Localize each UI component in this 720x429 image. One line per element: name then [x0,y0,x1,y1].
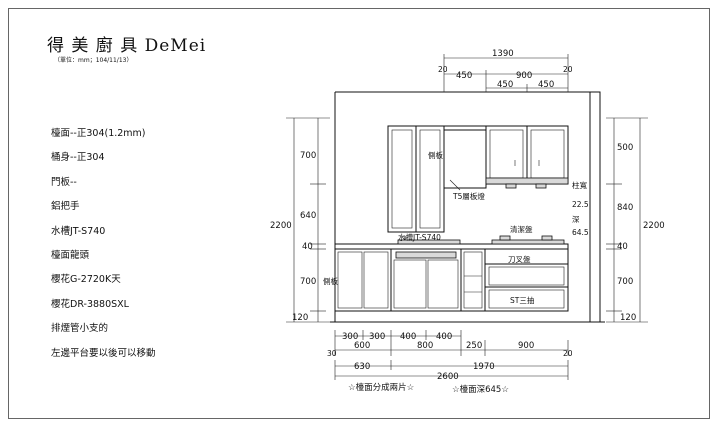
dim-right-840: 840 [617,203,633,213]
upper-cabinets [387,125,569,233]
sink-faucet [397,239,461,245]
dim-top-450-b: 450 [538,80,554,90]
drawing-labels: 側板 T5層板燈 柱寬 22.5 深 64.5 水槽JT-S740 清潔盤 刀叉… [323,150,589,305]
spec-item: 水槽JT-S740 [51,225,106,237]
dim-bottom-900: 900 [518,341,534,351]
base-cabinet-1 [334,248,392,312]
dim-left-120: 120 [292,313,308,323]
countertop [334,243,569,250]
dim-top-450: 450 [456,71,472,81]
dim-bottom-800: 800 [417,341,433,351]
dim-right-500: 500 [617,143,633,153]
dim-left-2200: 2200 [270,221,292,231]
label-pillar-width-value: 22.5 [572,200,589,209]
dim-left-700b: 700 [300,277,316,287]
dim-left-640: 640 [300,211,316,221]
spec-item: 桶身--正304 [51,152,105,164]
bottom-dimensions: 300 300 400 400 30 600 800 250 900 20 63… [327,330,573,382]
left-dimensions: 700 640 2200 40 700 120 [270,117,330,323]
dim-bottom-250: 250 [466,341,482,351]
spec-item: 檯面龍頭 [51,249,90,261]
label-side-panel-bottom: 側板 [323,276,338,286]
top-dimensions: 1390 20 450 900 20 450 450 [438,49,573,92]
right-pillar [589,91,601,323]
label-depth-value: 64.5 [572,228,589,237]
spec-item: 左邊平台要以後可以移動 [51,347,156,359]
dim-left-700: 700 [300,151,316,161]
spec-item: 門板-- [51,176,77,188]
dim-bottom-630: 630 [354,362,370,372]
base-cabinets [334,248,569,312]
label-pillar-width: 柱寬 [572,180,587,190]
drawing-frame [8,8,710,419]
dim-top-total: 1390 [492,49,514,59]
room-outline [330,91,605,323]
stove-hob [491,239,565,245]
dim-bottom-1970: 1970 [473,362,495,372]
upper-cabinet-left [443,125,487,189]
page-subtitle: （單位：mm；104/11/13） [54,57,133,64]
dim-bottom-seq-3: 400 [400,332,416,342]
notes: ☆檯面分成兩片☆ ☆檯面深645☆ [348,382,509,395]
dim-bottom-seq-4: 400 [436,332,452,342]
dim-top-900: 900 [516,71,532,81]
dim-bottom-seq-2: 300 [369,332,385,342]
label-sink: 水槽JT-S740 [398,232,441,242]
spec-item: 櫻花DR-3880SXL [51,298,129,310]
dim-top-450-a: 450 [497,80,513,90]
label-t5-light: T5層板燈 [452,191,485,201]
dim-bottom-20: 20 [563,349,573,358]
label-side-panel-top: 側板 [428,150,443,160]
spec-item: 鋁把手 [51,201,80,213]
label-depth: 深 [572,215,580,224]
label-stove: 清潔盤 [510,224,533,234]
dim-right-40: 40 [617,242,628,252]
right-dimensions: 500 840 2200 40 700 120 [606,117,665,323]
base-cabinet-narrow [460,248,486,312]
page-title: 得 美 廚 具 DeMei [47,36,207,56]
label-drawer: ST三抽 [510,295,535,305]
spec-item: 櫻花G-2720K天 [51,274,121,286]
label-knife-tray: 刀叉盤 [508,254,531,264]
dim-bottom-600: 600 [354,341,370,351]
dim-top-right-gap: 20 [563,65,573,74]
dim-top-left-gap: 20 [438,65,448,74]
dim-bottom-2600: 2600 [437,372,459,382]
dim-right-700: 700 [617,277,633,287]
dim-left-40: 40 [302,242,313,252]
dim-bottom-seq-1: 300 [342,332,358,342]
spec-item: 排煙管小支的 [51,323,109,335]
spec-item: 檯面--正304(1.2mm) [51,128,146,139]
note-countertop-depth: ☆檯面深645☆ [452,384,509,395]
dim-right-2200: 2200 [643,221,665,231]
countertop-area [334,235,569,250]
dim-bottom-30: 30 [327,349,337,358]
dim-right-120: 120 [620,313,636,323]
note-countertop-split: ☆檯面分成兩片☆ [348,382,415,393]
range-hood [485,177,569,185]
spec-list: 檯面--正304(1.2mm) 桶身--正304 門板-- 鋁把手 水槽JT-S… [51,128,156,372]
